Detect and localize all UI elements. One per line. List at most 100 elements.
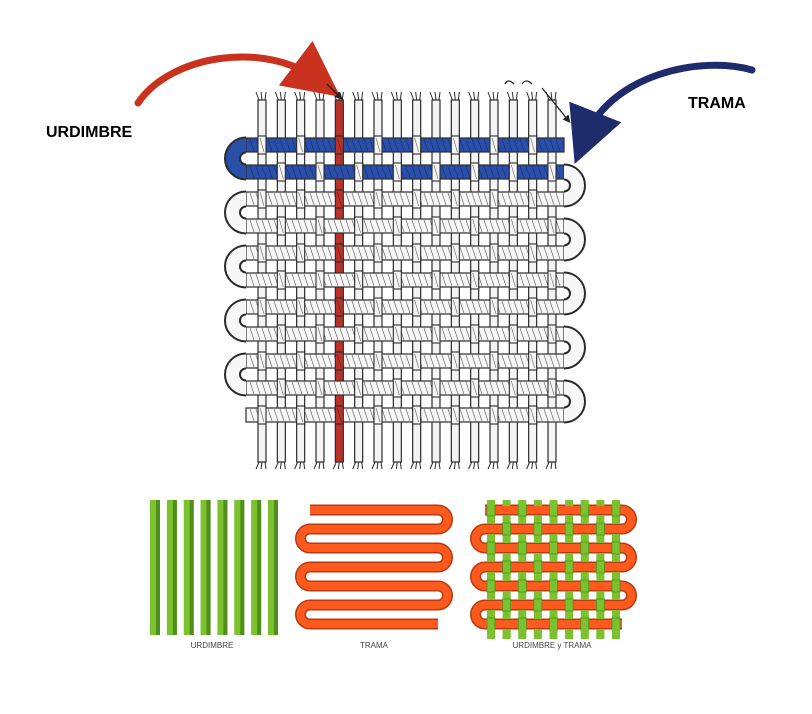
hatch-mark (471, 300, 477, 314)
panel-caption-warp: URDIMBRE (191, 641, 234, 650)
hatch-mark (387, 138, 393, 152)
hatch-mark (537, 327, 543, 341)
green-warp-yarn (533, 515, 542, 524)
hatch-mark (423, 273, 429, 287)
hatch-mark (537, 165, 543, 179)
hatch-mark (381, 408, 387, 422)
hatch-mark (309, 219, 315, 233)
hatch-mark (441, 192, 447, 206)
hatch-mark (267, 246, 273, 260)
hatch-mark (345, 381, 351, 395)
hatch-mark (259, 407, 265, 423)
hatch-mark (472, 218, 477, 234)
hatch-mark (555, 219, 561, 233)
hatch-mark (351, 408, 357, 422)
fray-mark (419, 91, 422, 101)
hatch-mark (405, 246, 411, 260)
hatch-mark (537, 219, 543, 233)
green-warp-end (487, 500, 495, 506)
green-warp-yarn (549, 572, 558, 581)
hatch-mark (530, 299, 535, 315)
hatch-mark (321, 246, 327, 260)
hatch-mark (259, 353, 265, 369)
fray-mark (477, 91, 480, 101)
hatch-mark (315, 354, 321, 368)
hatch-mark (543, 219, 549, 233)
hatch-mark (321, 192, 327, 206)
fray-mark (279, 91, 282, 101)
fray-mark (434, 461, 437, 470)
fray-mark (318, 461, 321, 470)
hatch-mark (309, 246, 315, 260)
green-warp-yarn (533, 534, 542, 543)
hatch-mark (356, 164, 361, 180)
hatch-mark (321, 408, 327, 422)
green-warp-yarn (596, 610, 605, 619)
hatch-mark (435, 300, 441, 314)
fray-mark (526, 91, 531, 101)
hatch-mark (285, 327, 291, 341)
hatch-mark (337, 407, 342, 423)
hatch-mark (291, 300, 297, 314)
green-warp-over (517, 579, 527, 593)
hatch-mark (356, 218, 361, 234)
hatch-mark (555, 408, 561, 422)
hatch-mark (459, 354, 465, 368)
hatch-mark (363, 192, 369, 206)
hatch-mark (429, 246, 435, 260)
hatch-mark (537, 408, 543, 422)
hatch-mark (441, 354, 447, 368)
fray-mark (492, 91, 495, 101)
hatch-mark (511, 272, 516, 288)
hatch-mark (471, 138, 477, 152)
hatch-mark (543, 138, 549, 152)
hatch-mark (555, 246, 561, 260)
green-warp-yarn (518, 591, 527, 600)
hatch-mark (267, 300, 273, 314)
fray-mark (415, 461, 418, 470)
hatch-mark (356, 380, 361, 396)
green-warp-yarn (502, 572, 511, 581)
hatch-mark (363, 327, 369, 341)
hatch-mark (477, 192, 483, 206)
hatch-mark (417, 165, 423, 179)
hatch-mark (375, 353, 381, 369)
hatch-mark (357, 246, 363, 260)
hatch-mark (489, 219, 495, 233)
hatch-mark (549, 192, 555, 206)
fray-mark (429, 461, 434, 470)
fray-mark (322, 91, 325, 101)
hatch-mark (429, 192, 435, 206)
hatch-mark (369, 219, 375, 233)
hatch-mark (351, 138, 357, 152)
hatch-mark (317, 380, 323, 396)
hatch-mark (321, 138, 327, 152)
fray-mark (506, 91, 511, 101)
hatch-mark (285, 354, 291, 368)
hatch-mark (321, 354, 327, 368)
hatch-mark (483, 192, 489, 206)
hatch-mark (511, 380, 516, 396)
hatch-mark (285, 138, 291, 152)
fray-mark (531, 461, 534, 470)
green-warp-yarn (502, 515, 511, 524)
fray-mark (496, 91, 499, 101)
hatch-mark (549, 246, 555, 260)
green-warp-over (611, 617, 621, 631)
hatch-mark (333, 165, 339, 179)
panel-warp-and-weft (470, 500, 637, 639)
hatch-mark (327, 354, 333, 368)
hatch-mark (363, 165, 369, 179)
hatch-mark (259, 245, 265, 261)
fray-mark (448, 461, 453, 470)
hatch-mark (369, 327, 375, 341)
fray-mark (255, 461, 260, 470)
green-warp-yarn (596, 515, 605, 524)
hatch-mark (519, 273, 525, 287)
hatch-mark (291, 165, 297, 179)
hatch-mark (405, 381, 411, 395)
green-warp-yarn (251, 500, 262, 635)
hatch-mark (291, 381, 297, 395)
fray-mark (506, 461, 511, 470)
fray-mark (332, 461, 337, 470)
